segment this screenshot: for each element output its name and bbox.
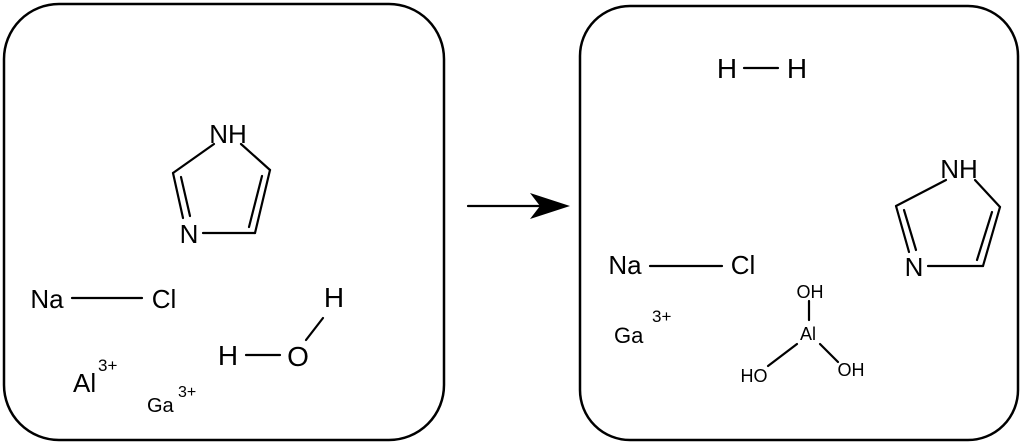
reactants-frame	[2, 2, 446, 442]
products-frame	[578, 4, 1020, 442]
aloh3-oh-top: OH	[797, 282, 824, 302]
nacl-cl-label: Cl	[152, 284, 177, 314]
ga-ion-symbol: Ga	[147, 395, 175, 417]
product-gallium-ion: Ga 3+	[614, 307, 671, 348]
aloh3-ho-left: HO	[741, 366, 768, 386]
h2-h-left: H	[717, 53, 737, 84]
h2-h-right: H	[787, 53, 807, 84]
aloh3-oh-right: OH	[838, 360, 865, 380]
nacl-cl-label-product: Cl	[731, 250, 756, 280]
water-h-left: H	[218, 340, 238, 371]
al-ion-charge: 3+	[98, 356, 117, 375]
al-ion-symbol: Al	[73, 368, 96, 398]
reactants-panel: NH N Na Cl Al 3+ Ga 3+ H O H	[2, 2, 446, 442]
product-imidazole: NH N	[894, 154, 1002, 282]
water-h-top: H	[324, 282, 344, 313]
nacl-na-label: Na	[30, 284, 64, 314]
imidazole-nh-label-product: NH	[940, 154, 978, 184]
imidazole-n-label-product: N	[905, 252, 924, 282]
imidazole-n-label: N	[180, 219, 199, 249]
products-panel: H H NH N Na Cl Ga 3+ OH	[578, 4, 1020, 442]
product-nacl: Na Cl	[608, 250, 755, 280]
ga-ion-charge-product: 3+	[652, 307, 671, 326]
reactant-imidazole: NH N	[171, 119, 272, 249]
ga-ion-symbol-product: Ga	[614, 323, 644, 348]
reactant-gallium-ion: Ga 3+	[147, 384, 196, 417]
product-aluminum-hydroxide: OH Al HO OH	[741, 282, 865, 386]
nacl-na-label-product: Na	[608, 250, 642, 280]
reactant-aluminum-ion: Al 3+	[73, 356, 117, 398]
aloh3-al: Al	[800, 324, 816, 344]
reaction-arrow	[466, 193, 570, 219]
water-o: O	[287, 341, 309, 372]
reactant-water: H O H	[218, 282, 344, 372]
ga-ion-charge: 3+	[178, 384, 196, 401]
reactant-nacl: Na Cl	[30, 284, 176, 314]
imidazole-nh-label: NH	[209, 119, 247, 149]
product-hydrogen: H H	[717, 53, 807, 84]
